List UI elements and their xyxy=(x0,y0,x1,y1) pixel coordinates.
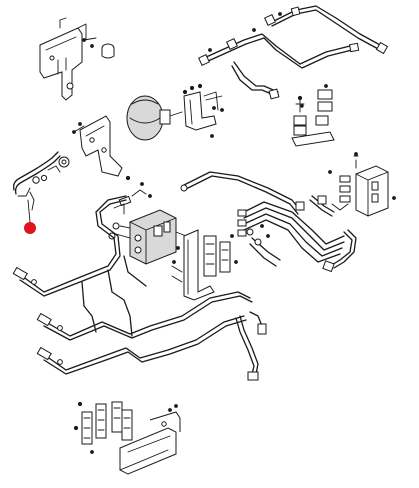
mounting-bracket-mid-left xyxy=(72,115,131,181)
solenoid-valve-block xyxy=(328,152,396,217)
mounting-bracket-top-left xyxy=(39,17,97,101)
cap-fitting xyxy=(101,43,115,59)
clamp-parts-right xyxy=(291,84,335,147)
valve-fittings-top xyxy=(113,182,152,215)
pipe-bundle-top-right xyxy=(198,5,389,100)
support-bracket-bottom xyxy=(119,404,181,475)
valve-bracket xyxy=(182,83,224,138)
highlight-marker xyxy=(24,222,36,234)
clamp-set-bottom xyxy=(73,401,133,454)
hose-right-drop xyxy=(235,311,267,381)
accumulator xyxy=(126,95,183,141)
pipe-harness-main xyxy=(12,195,253,375)
pipe-bundle-center-right xyxy=(237,195,357,273)
pipe-upper-cross xyxy=(180,171,305,215)
hydraulic-control-valve xyxy=(108,209,195,265)
hose-left xyxy=(12,151,70,223)
clamp-brackets-center xyxy=(171,229,238,301)
